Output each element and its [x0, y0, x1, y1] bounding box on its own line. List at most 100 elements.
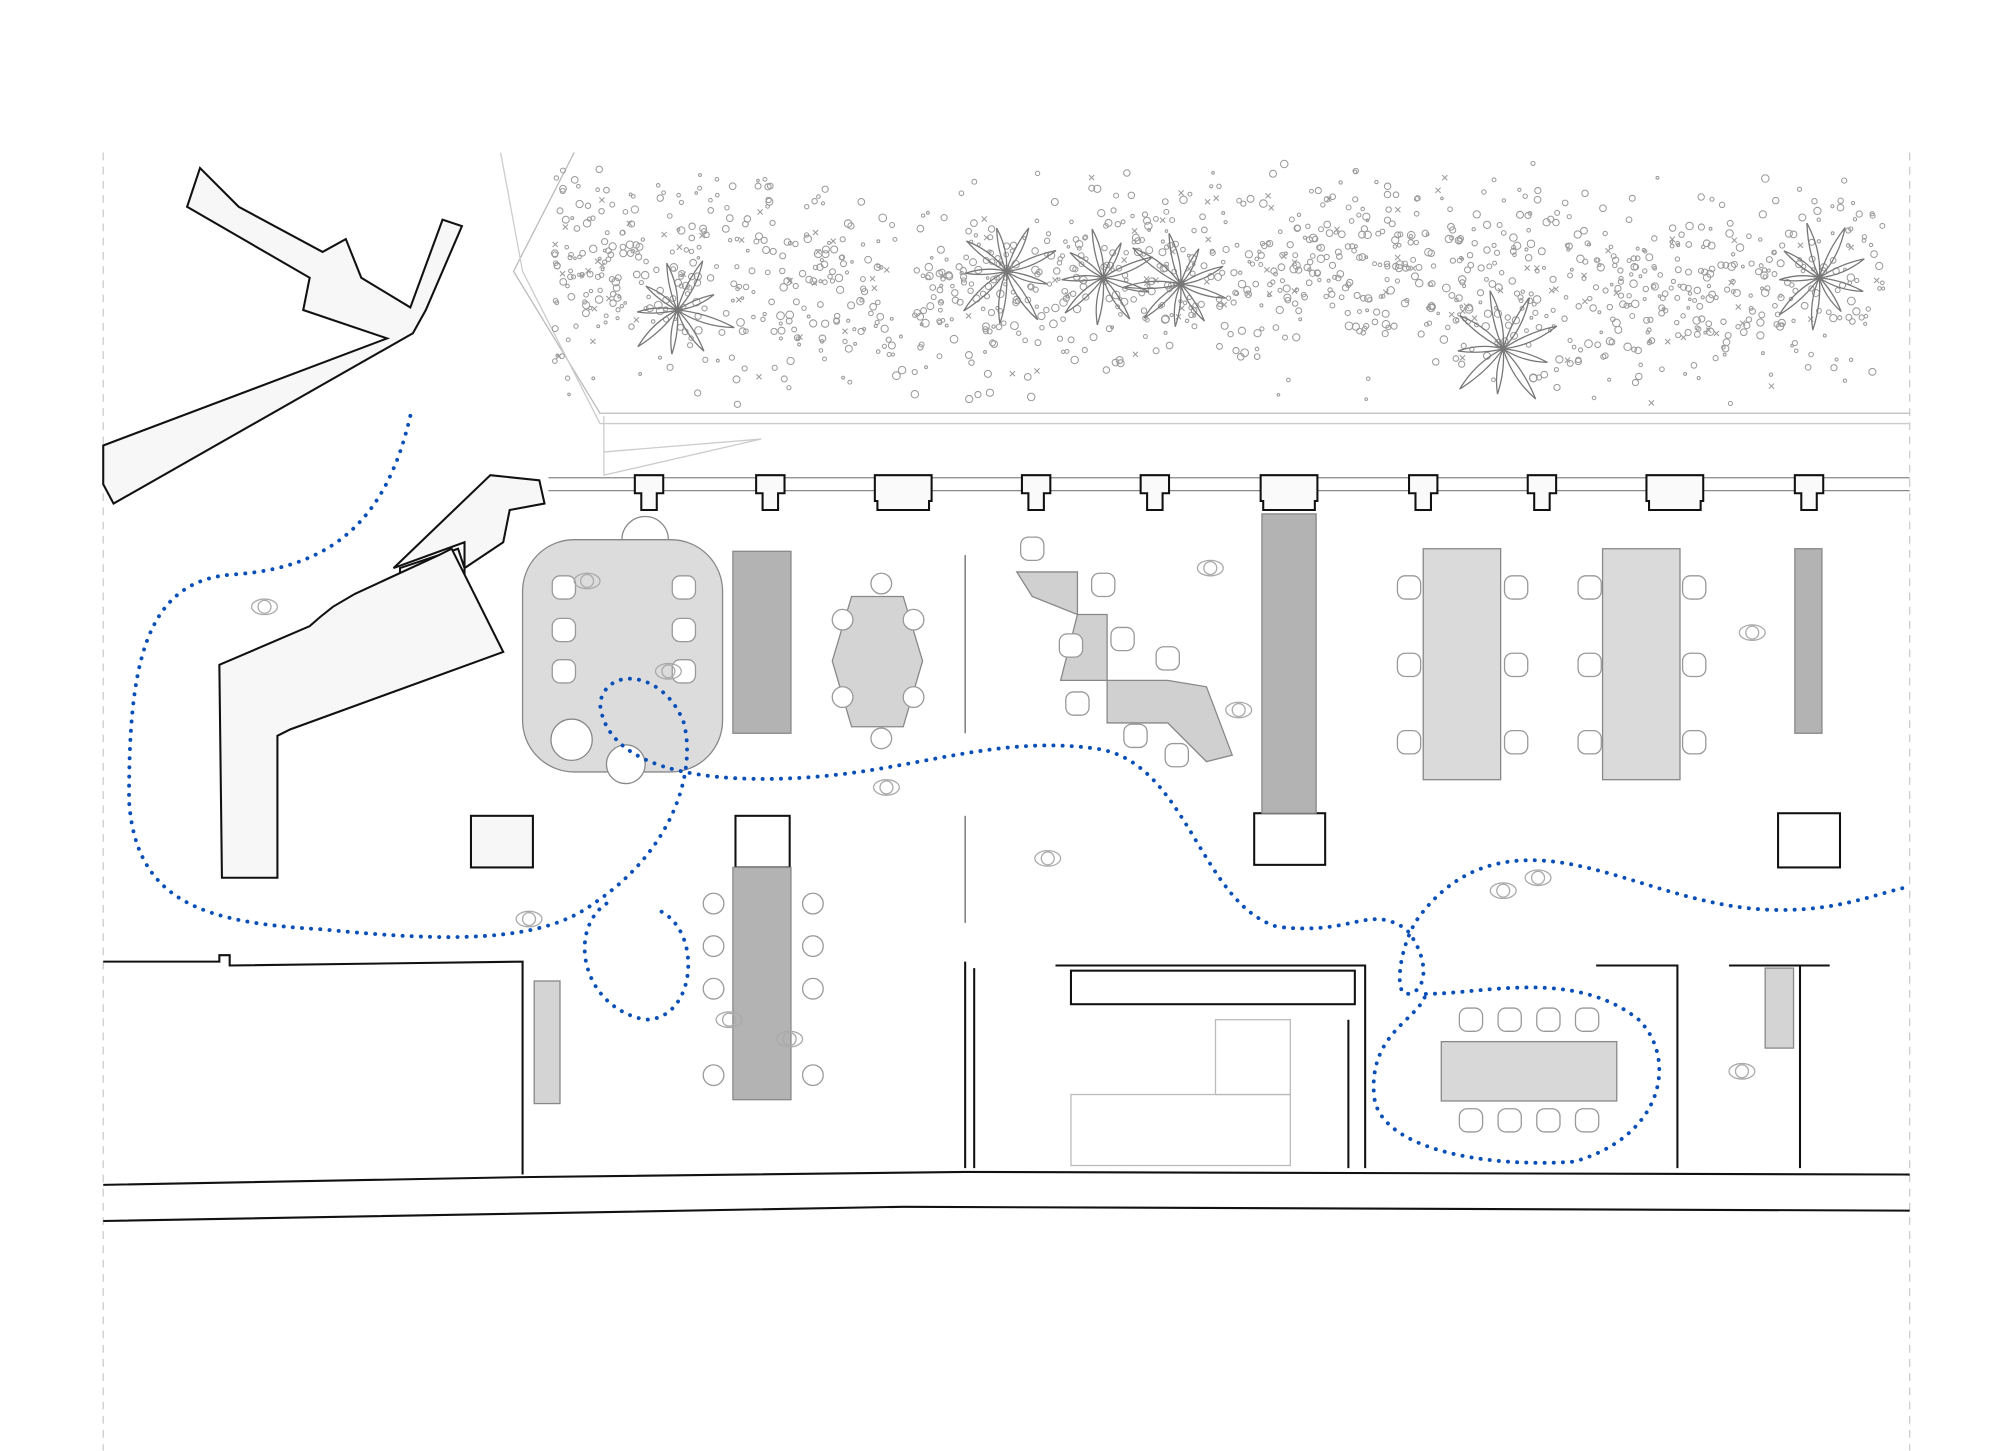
gravel-dot [1375, 230, 1382, 237]
gravel-dot [1309, 188, 1314, 194]
gravel-dot [692, 298, 701, 307]
gravel-dot [892, 371, 901, 381]
chair-icon [1497, 1108, 1522, 1133]
gravel-dot [827, 273, 833, 280]
person-icon [715, 1011, 743, 1029]
gravel-dot [843, 219, 853, 228]
gravel-dot [1266, 240, 1271, 246]
gravel-dot [570, 175, 579, 184]
gravel-dot [581, 309, 590, 318]
gravel-dot [1022, 337, 1029, 344]
gravel-dot [699, 224, 708, 233]
gravel-dot [1024, 296, 1032, 304]
gravel-cross [1266, 290, 1273, 297]
gravel-dot [983, 350, 987, 354]
chair-icon [1577, 575, 1602, 600]
gravel-dot [559, 278, 568, 286]
gravel-dot [1587, 242, 1592, 247]
furniture [250, 513, 1823, 1167]
gravel-dot [1593, 257, 1600, 263]
gravel-dot [1365, 308, 1370, 313]
gravel-dot [1842, 378, 1848, 383]
gravel-dot [1534, 186, 1542, 195]
gravel-dot [1338, 180, 1343, 185]
gravel-dot [1115, 264, 1123, 272]
gravel-cross [1435, 187, 1441, 194]
gravel-dot [889, 316, 894, 321]
gravel-dot [1849, 318, 1856, 325]
gravel-dot [1037, 311, 1046, 321]
stool-icon [870, 572, 893, 595]
gravel-dot [1367, 297, 1373, 303]
stool-icon [902, 608, 925, 631]
stool-icon [870, 727, 893, 750]
gravel-dot [1683, 371, 1688, 376]
gravel-dot [1811, 198, 1818, 205]
gravel-dot [1601, 352, 1609, 360]
gravel-dot [583, 291, 589, 298]
gravel-cross [786, 277, 793, 284]
gravel-dot [987, 234, 994, 241]
gravel-dot [991, 324, 996, 329]
gravel-dot [930, 294, 937, 301]
gravel-dot [1316, 254, 1326, 264]
gravel-cross [552, 241, 559, 248]
gravel-dot [878, 264, 884, 270]
gravel-dot [1191, 227, 1197, 234]
gravel-dot [1074, 239, 1084, 249]
gravel-dot [751, 290, 756, 295]
gravel-dot [1701, 268, 1709, 276]
gravel-dot [1650, 282, 1659, 291]
gravel-dot [556, 207, 564, 215]
gravel-dot [1384, 276, 1390, 283]
gravel-dot [1509, 247, 1517, 255]
gravel-dot [1356, 212, 1362, 218]
gravel-dot [1483, 309, 1492, 318]
gravel-dot [676, 192, 681, 198]
gravel-dot [1243, 285, 1252, 294]
column [755, 474, 786, 512]
gravel-dot [604, 230, 610, 236]
gravel-dot [1426, 320, 1433, 326]
gravel-dot [619, 243, 627, 251]
chair-icon [1503, 652, 1529, 678]
gravel-dot [657, 355, 663, 360]
gravel-dot [1410, 272, 1419, 281]
gravel-dot [1282, 284, 1291, 293]
gravel-cross [1768, 383, 1775, 390]
gravel-dot [1444, 234, 1453, 244]
gravel-dot [1629, 279, 1638, 288]
gravel-dot [588, 244, 598, 254]
gravel-dot [1163, 208, 1170, 215]
gravel-dot [1385, 324, 1392, 331]
gravel-dot [1848, 226, 1854, 232]
gravel-dot [1612, 262, 1618, 269]
gravel-dot [1232, 346, 1240, 355]
gravel-dot [1745, 316, 1753, 323]
gravel-dot [1713, 294, 1719, 301]
gravel-dot [1277, 229, 1283, 235]
gravel-dot [1796, 186, 1803, 192]
gravel-dot [1449, 257, 1456, 264]
gravel-dot [1784, 229, 1793, 238]
gravel-dot [1531, 301, 1537, 307]
gravel-dot [706, 274, 715, 282]
gravel-dot [875, 349, 881, 354]
gravel-dot [597, 287, 603, 293]
gravel-dot [736, 318, 745, 327]
gravel-dot [601, 238, 609, 246]
stool-icon [801, 892, 824, 915]
frame-guides [102, 152, 1911, 1451]
gravel-cross [1581, 298, 1588, 305]
gravel-dot [869, 302, 878, 311]
gravel-dot [876, 312, 885, 321]
gravel-dot [1253, 329, 1262, 338]
gravel-dot [613, 293, 622, 302]
gravel-dot [615, 316, 620, 321]
gravel-dot [1381, 309, 1390, 318]
gravel-dot [816, 194, 821, 199]
chair-icon [1164, 742, 1190, 768]
gravel-dot [1161, 264, 1169, 272]
gravel-dot [687, 272, 696, 281]
gravel-dot [1449, 235, 1455, 241]
